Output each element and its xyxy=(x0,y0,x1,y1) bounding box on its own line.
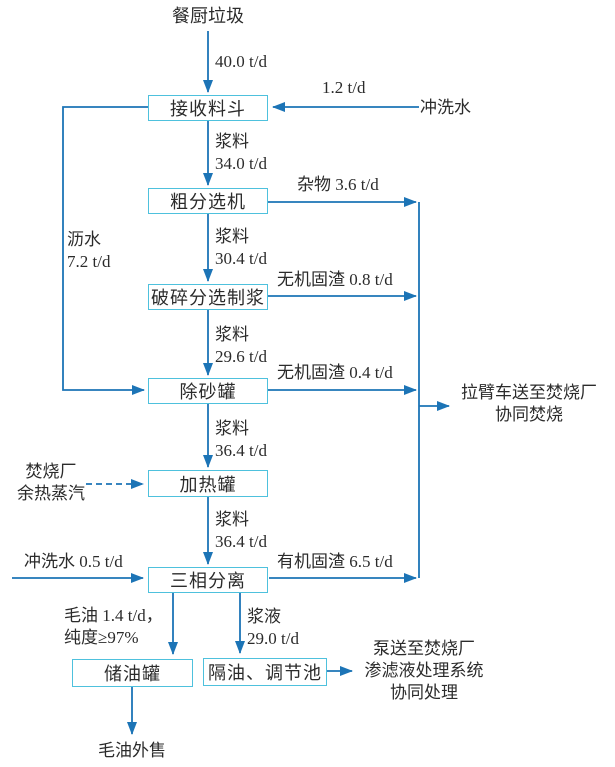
flow-line: 浆料 xyxy=(215,419,249,438)
flow-feed-rate: 40.0 t/d xyxy=(215,52,267,71)
flow-line: 浆料 xyxy=(215,325,249,344)
flow-line: 29.0 t/d xyxy=(247,629,299,648)
flow-line: 浆料 xyxy=(215,132,249,151)
flow-organic-residue: 有机固渣 6.5 t/d xyxy=(277,552,393,571)
flow-line: 浆液 xyxy=(247,607,281,626)
node-receiving-hopper: 接收料斗 xyxy=(148,95,268,121)
flow-slurry-3: 浆料 29.6 t/d xyxy=(215,324,267,368)
node-label: 隔油、调节池 xyxy=(208,663,322,683)
note-truck: 拉臂车送至焚烧厂 协同焚烧 xyxy=(456,382,602,426)
flow-impurity: 杂物 3.6 t/d xyxy=(297,175,379,194)
note-pump: 泵送至焚烧厂 渗滤液处理系统 协同处理 xyxy=(361,638,487,704)
note-line: 拉臂车送至焚烧厂 xyxy=(461,383,597,402)
flow-flush-bottom: 冲洗水 0.5 t/d xyxy=(24,552,123,571)
node-three-phase: 三相分离 xyxy=(148,567,268,593)
flow-line: 34.0 t/d xyxy=(215,154,267,173)
flow-line: 36.4 t/d xyxy=(215,532,267,551)
flow-line: 纯度≥97% xyxy=(64,628,139,647)
note-line: 泵送至焚烧厂 xyxy=(373,639,475,658)
node-label: 三相分离 xyxy=(170,571,246,591)
node-label: 除砂罐 xyxy=(179,382,237,402)
note-line: 焚烧厂 xyxy=(25,462,77,481)
node-label: 破碎分选制浆 xyxy=(151,288,265,308)
note-steam: 焚烧厂 余热蒸汽 xyxy=(12,461,90,505)
node-coarse-separator: 粗分选机 xyxy=(148,188,268,214)
flow-line: 毛油 1.4 t/d， xyxy=(64,606,163,625)
flow-slurry-1: 浆料 34.0 t/d xyxy=(215,131,267,175)
source-label: 餐厨垃圾 xyxy=(172,6,244,26)
node-label: 接收料斗 xyxy=(170,99,246,119)
flow-drain-water: 沥水 7.2 t/d xyxy=(67,229,110,273)
flow-flush-top-rate: 1.2 t/d xyxy=(322,78,366,97)
flow-line: 29.6 t/d xyxy=(215,347,267,366)
flow-slurry-2: 浆料 30.4 t/d xyxy=(215,226,267,270)
note-line: 余热蒸汽 xyxy=(17,484,85,503)
flow-slurry-5: 浆料 36.4 t/d xyxy=(215,509,267,553)
node-crusher-pulper: 破碎分选制浆 xyxy=(148,284,268,310)
flow-slurry-out: 浆液 29.0 t/d xyxy=(247,606,299,650)
node-label: 粗分选机 xyxy=(170,192,246,212)
note-line: 协同处理 xyxy=(390,683,458,702)
node-desander: 除砂罐 xyxy=(148,378,268,404)
flow-line: 36.4 t/d xyxy=(215,441,267,460)
flow-line: 浆料 xyxy=(215,510,249,529)
flow-line: 沥水 xyxy=(67,230,101,249)
flow-oil-sale: 毛油外售 xyxy=(98,741,166,760)
arrow-drain-water-loop xyxy=(62,106,148,395)
node-label: 加热罐 xyxy=(179,474,237,495)
node-heater: 加热罐 xyxy=(148,470,268,497)
flow-line: 浆料 xyxy=(215,227,249,246)
node-oil-separation-pool: 隔油、调节池 xyxy=(203,658,327,686)
flow-slurry-4: 浆料 36.4 t/d xyxy=(215,418,267,462)
flow-inorganic-residue-1: 无机固渣 0.8 t/d xyxy=(277,270,393,289)
flow-inorganic-residue-2: 无机固渣 0.4 t/d xyxy=(277,363,393,382)
flow-line: 30.4 t/d xyxy=(215,249,267,268)
note-line: 渗滤液处理系统 xyxy=(364,661,484,680)
note-line: 协同焚烧 xyxy=(495,405,563,424)
node-oil-tank: 储油罐 xyxy=(72,659,193,687)
flow-line: 7.2 t/d xyxy=(67,252,111,271)
flow-flush-top-label: 冲洗水 xyxy=(420,98,471,117)
flow-crude-oil: 毛油 1.4 t/d， 纯度≥97% xyxy=(64,605,163,649)
node-label: 储油罐 xyxy=(104,664,161,684)
